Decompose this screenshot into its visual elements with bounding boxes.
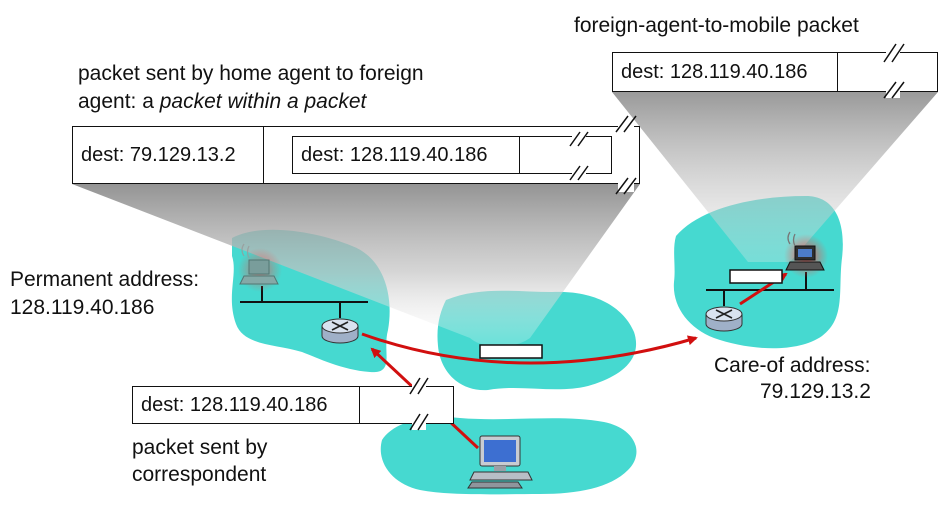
home-to-foreign-caption-plain: agent: a [78,90,160,113]
tunnel-home-to-foreign-arrow [361,332,698,365]
correspondent-caption-line2: correspondent [132,463,267,486]
fa-to-mobile-header-divider [837,53,838,91]
fa-to-mobile-zoom-beam [612,92,938,262]
correspondent-dest-label: dest: 128.119.40.186 [141,393,328,416]
packet-to-mobile-marker [729,269,783,284]
fa-to-mobile-title: foreign-agent-to-mobile packet [574,14,859,37]
outer-header-divider [263,127,264,183]
fa-to-mobile-packet: dest: 128.119.40.186 [612,52,938,92]
tunneled-packet-inner: dest: 128.119.40.186 [292,136,612,174]
correspondent-caption-line1: packet sent by [132,436,268,459]
inner-header-divider [519,137,520,173]
home-agent-router-icon [321,318,359,344]
inner-dest-label: dest: 128.119.40.186 [301,143,488,166]
fa-to-mobile-dest-label: dest: 128.119.40.186 [621,60,808,83]
outer-dest-label: dest: 79.129.13.2 [81,143,236,166]
foreign-agent-router-icon [705,306,743,332]
mobile-current-position-icon [784,231,828,278]
care-of-address-label: Care-of address: [714,354,871,377]
home-to-foreign-caption-line1: packet sent by home agent to foreign [78,62,424,85]
home-to-foreign-caption-italic: packet within a packet [159,90,367,113]
home-to-foreign-caption-line2: agent: a packet within a packet [78,88,366,115]
permanent-address-value: 128.119.40.186 [10,296,155,319]
correspondent-computer-icon [467,435,533,489]
correspondent-header-divider [359,387,360,423]
mobile-previous-position-icon [238,243,282,292]
packet-in-tunnel-marker [479,344,543,359]
tunnel-zoom-beam [72,184,640,345]
correspondent-packet: dest: 128.119.40.186 [132,386,454,424]
permanent-address-label: Permanent address: [10,268,200,291]
care-of-address-value: 79.129.13.2 [760,380,871,403]
